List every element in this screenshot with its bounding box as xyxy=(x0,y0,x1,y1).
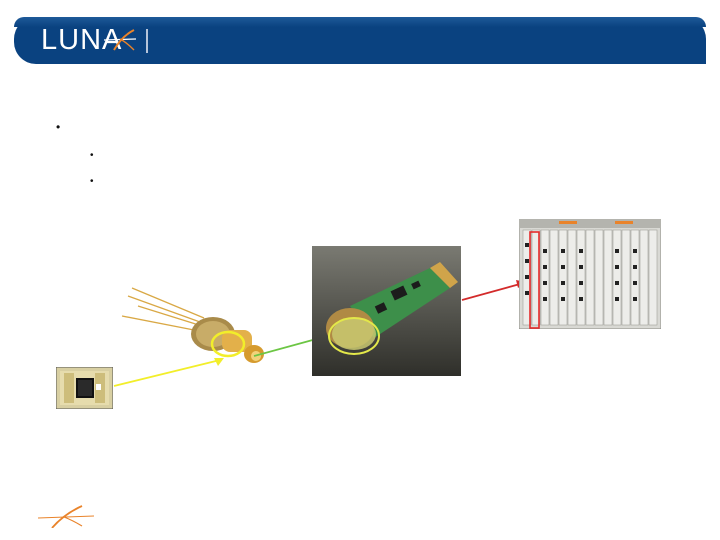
equipment-rack-photo xyxy=(519,219,661,329)
bullet-level1: • xyxy=(56,120,61,134)
photodiode-chip-photo xyxy=(56,367,113,409)
yellow-arrow xyxy=(113,358,224,387)
bullet-level2-second: • xyxy=(90,176,94,187)
transceiver-module-photo xyxy=(312,246,461,376)
header-bar xyxy=(14,17,706,64)
to-can-package-photo xyxy=(121,287,264,363)
logo-divider xyxy=(146,29,148,53)
bullet-level2-first: • xyxy=(90,150,94,161)
footer-luna-star-icon xyxy=(38,505,94,528)
luna-logo-star-icon xyxy=(104,29,136,51)
